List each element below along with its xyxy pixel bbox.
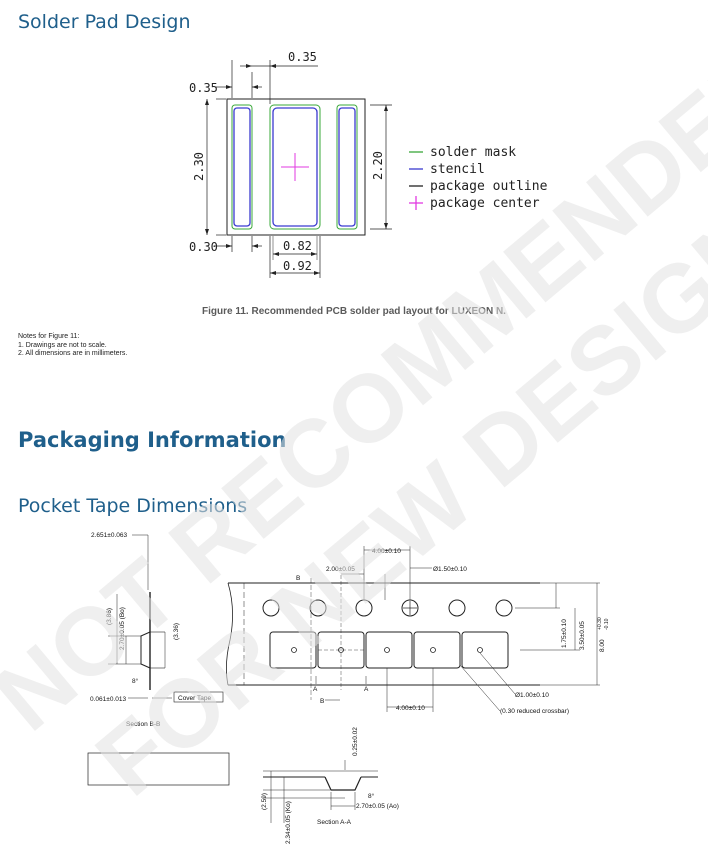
tape-dim-p1: 4.00±0.10 xyxy=(372,548,401,555)
tape-dim-s1: 0.25±0.02 xyxy=(352,727,359,756)
legend-package-center: package center xyxy=(430,196,540,211)
tape-dim-t5: 8° xyxy=(132,677,139,685)
tape-cover-label: Cover Tape xyxy=(178,695,212,702)
tape-dim-p8: (0.30 reduced crossbar) xyxy=(500,708,569,715)
tape-dim-p6a: +0.30 xyxy=(597,617,603,630)
notes-item-2: 2. All dimensions are in millimeters. xyxy=(18,350,128,357)
tape-section-marker-b-bottom: B xyxy=(320,698,324,705)
tape-dim-s4: 8° xyxy=(368,792,375,800)
tape-dim-s3: 2.34±0.05 (Ko) xyxy=(285,801,292,844)
notes-item-1: 1. Drawings are not to scale. xyxy=(18,341,107,349)
notes-title: Notes for Figure 11: xyxy=(18,333,80,340)
tape-dim-p3: Ø1.50±0.10 xyxy=(433,566,467,573)
section-title-pocket-tape: Pocket Tape Dimensions xyxy=(18,495,248,517)
legend-package-outline: package outline xyxy=(430,179,548,194)
tape-section-aa: Section A-A xyxy=(317,819,352,826)
legend-solder-mask: solder mask xyxy=(430,145,516,160)
tape-dim-t6: 0.061±0.013 xyxy=(90,696,126,703)
figure-caption: Figure 11. Recommended PCB solder pad la… xyxy=(202,306,506,317)
tape-dim-p5: 3.50±0.05 xyxy=(579,621,586,650)
figure-notes: Notes for Figure 11: 1. Drawings are not… xyxy=(18,333,127,359)
dim-left-gap: 0.35 xyxy=(189,81,218,95)
dim-bottom-left: 0.30 xyxy=(189,240,218,254)
section-title-packaging: Packaging Information xyxy=(18,428,287,452)
tape-dim-s2: (2.59) xyxy=(261,793,268,810)
tape-dim-t1: 2.651±0.063 xyxy=(91,532,127,539)
tape-dim-p6: 8.00 xyxy=(599,639,606,652)
section-title-solder-pad: Solder Pad Design xyxy=(18,11,191,33)
dim-center-width-outer: 0.92 xyxy=(283,259,312,273)
tape-dim-p4: 1.75±0.10 xyxy=(561,619,568,648)
tape-dim-p9: 4.00±0.10 xyxy=(396,705,425,712)
tape-dim-t2: (3.86) xyxy=(106,608,113,625)
tape-section-marker-b-top: B xyxy=(296,575,300,582)
tape-dim-t4: (3.36) xyxy=(173,623,180,640)
tape-dim-p6b: -0.10 xyxy=(604,618,610,630)
dim-height-outer: 2.30 xyxy=(192,152,206,181)
tape-dim-s5: 2.70±0.05 (Ao) xyxy=(356,803,399,810)
pocket-tape-drawing: 2.651±0.063 (3.86) 2.70±0.05 (Bo) (3.36)… xyxy=(87,532,610,844)
tape-dim-t3: 2.70±0.05 (Bo) xyxy=(119,607,126,650)
tape-section-marker-a-right: A xyxy=(364,686,369,693)
dim-top-gap: 0.35 xyxy=(288,50,317,64)
tape-dim-p2: 2.00±0.05 xyxy=(326,566,355,573)
dim-center-width: 0.82 xyxy=(283,239,312,253)
tape-section-marker-a-left: A xyxy=(313,686,318,693)
tape-dim-p7: Ø1.00±0.10 xyxy=(515,692,549,699)
dim-height-inner: 2.20 xyxy=(371,151,385,180)
legend-stencil: stencil xyxy=(430,162,485,177)
tape-section-bb: Section B-B xyxy=(126,721,160,728)
